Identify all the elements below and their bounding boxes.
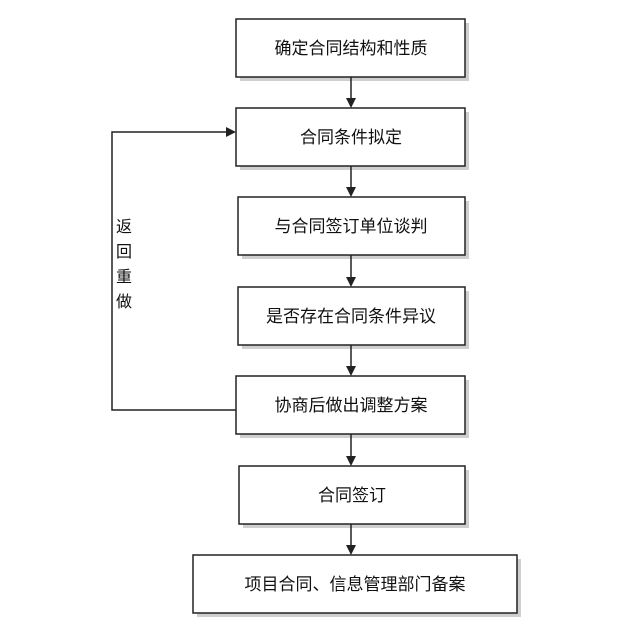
step-box-7 bbox=[192, 554, 518, 614]
loop-char-2: 回 bbox=[116, 242, 132, 261]
loop-char-1: 返 bbox=[116, 217, 132, 236]
step-box-5 bbox=[235, 375, 466, 435]
loop-back-arrow bbox=[111, 127, 236, 411]
step-label-1: 确定合同结构和性质 bbox=[275, 39, 428, 59]
loop-char-4: 做 bbox=[116, 292, 132, 311]
loop-label: 返 回 重 做 bbox=[116, 217, 132, 311]
step-box-1 bbox=[235, 18, 466, 78]
step-box-6 bbox=[238, 465, 466, 525]
step-box-4 bbox=[237, 286, 466, 346]
step-label-3: 与合同签订单位谈判 bbox=[275, 217, 428, 237]
step-box-3 bbox=[237, 196, 466, 256]
step-box-2 bbox=[235, 107, 466, 167]
step-boxes bbox=[192, 18, 518, 614]
step-label-6: 合同签订 bbox=[318, 486, 386, 506]
step-label-4: 是否存在合同条件异议 bbox=[266, 307, 436, 327]
step-label-5: 协商后做出调整方案 bbox=[275, 396, 428, 416]
step-label-2: 合同条件拟定 bbox=[300, 128, 402, 148]
step-label-7: 项目合同、信息管理部门备案 bbox=[245, 575, 466, 595]
loop-char-3: 重 bbox=[116, 267, 132, 286]
